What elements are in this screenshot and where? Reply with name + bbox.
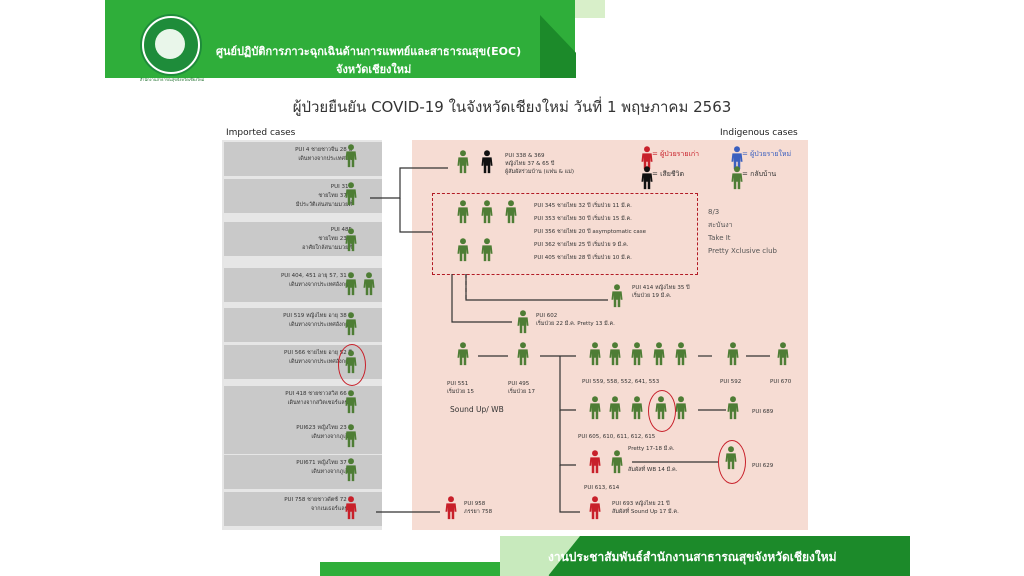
imported-case-text: PUI 519 หญิงไทย อายุ 38 ปีเดินทางจากประเ… xyxy=(283,313,352,328)
imported-heading: Imported cases xyxy=(226,128,296,138)
person-icon xyxy=(345,182,357,206)
legend-new: = ผู้ป่วยรายใหม่ xyxy=(742,150,792,158)
person-icon xyxy=(631,396,643,420)
cluster-box xyxy=(432,193,698,275)
person-icon xyxy=(345,424,357,448)
highlight-circle xyxy=(338,344,366,386)
imported-case-text: PUI 4 ชายชาวจีน 28 ปีเดินทางจากประเทศจีน xyxy=(295,147,352,162)
imported-case-text: PUI623 หญิงไทย 23 ปีเดินทางจากภูเก็ต xyxy=(296,425,352,440)
highlight-circle xyxy=(718,440,746,484)
footer-text: งานประชาสัมพันธ์สำนักงานสาธารณสุขจังหวัด… xyxy=(548,550,837,564)
person-icon xyxy=(777,342,789,366)
person-icon xyxy=(631,342,643,366)
imported-case-text: PUI671 หญิงไทย 37 ปีเดินทางจากภูเก็ต xyxy=(296,460,352,475)
pui-592-label: PUI 592 xyxy=(720,379,742,385)
imported-case-text: PUI 566 ชายไทย อายุ 52 ปีเดินทางจากประเท… xyxy=(284,350,352,365)
person-icon xyxy=(589,342,601,366)
person-icon xyxy=(457,238,469,262)
person-icon xyxy=(345,272,357,296)
footer-stripe xyxy=(320,562,500,576)
person-icon xyxy=(345,228,357,252)
logo-caption: สำนักงานสาธารณสุขจังหวัดเชียงใหม่ xyxy=(139,77,205,82)
province-title: จังหวัดเชียงใหม่ xyxy=(336,63,412,76)
person-icon xyxy=(675,342,687,366)
person-icon xyxy=(505,200,517,224)
pui-613-label: PUI 613, 614 xyxy=(584,485,620,491)
person-icon xyxy=(517,342,529,366)
person-icon xyxy=(445,496,457,520)
row1-label: PUI 559, 558, 552, 641, 553 xyxy=(582,379,660,385)
row2-label: PUI 605, 610, 611, 612, 615 xyxy=(578,434,656,440)
person-icon xyxy=(611,284,623,308)
person-icon xyxy=(457,342,469,366)
person-icon xyxy=(589,396,601,420)
pretty-label: Pretty 17-18 มี.ค. xyxy=(628,446,675,452)
legend-home: = กลับบ้าน xyxy=(742,170,777,178)
person-icon xyxy=(481,150,493,174)
highlight-circle xyxy=(648,390,676,432)
pui-670-label: PUI 670 xyxy=(770,379,792,385)
logo-emblem-icon xyxy=(155,29,185,59)
imported-case-text: PUI 418 ชายชาวสวิส 66 ปีเดินทางจากสวิตเซ… xyxy=(285,391,352,406)
person-icon xyxy=(363,272,375,296)
indigenous-heading: Indigenous cases xyxy=(720,128,798,138)
person-icon xyxy=(653,342,665,366)
person-icon xyxy=(345,312,357,336)
person-icon xyxy=(727,342,739,366)
person-icon xyxy=(517,310,529,334)
imported-case-text: PUI 758 ชายชาวดัตช์ 72 ปีจากเนเธอร์แลนด์ xyxy=(284,497,352,512)
person-icon xyxy=(457,150,469,174)
person-icon xyxy=(731,146,743,170)
person-icon xyxy=(641,166,653,190)
legend-old: = ผู้ป่วยรายเก่า xyxy=(652,150,700,158)
person-icon xyxy=(731,166,743,190)
wb-contact-label: สัมผัสที่ WB 14 มี.ค. xyxy=(628,467,678,473)
person-icon xyxy=(675,396,687,420)
person-icon xyxy=(727,396,739,420)
imported-case-text: PUI 404, 451 อายุ 57, 31 ปีเดินทางจากประ… xyxy=(280,273,352,288)
person-icon xyxy=(345,458,357,482)
legend-dead: = เสียชีวิต xyxy=(652,170,685,178)
person-icon xyxy=(457,200,469,224)
person-icon xyxy=(345,144,357,168)
person-icon xyxy=(589,450,601,474)
pui-414-label: PUI 414 หญิงไทย 35 ปีเริ่มป่วย 19 มี.ค. xyxy=(632,285,690,299)
sound-up-label: Sound Up/ WB xyxy=(450,405,504,414)
person-icon xyxy=(589,496,601,520)
person-icon xyxy=(345,496,357,520)
page-title: ผู้ป่วยยืนยัน COVID-19 ในจังหวัดเชียงใหม… xyxy=(292,98,732,116)
person-icon xyxy=(641,146,653,170)
person-icon xyxy=(481,238,493,262)
person-icon xyxy=(609,342,621,366)
eoc-title: ศูนย์ปฏิบัติการภาวะฉุกเฉินด้านการแพทย์แล… xyxy=(216,45,522,58)
person-icon xyxy=(481,200,493,224)
cluster-list: PUI 345 ชายไทย 32 ปี เริ่มป่วย 11 มี.ค.P… xyxy=(534,203,647,261)
person-icon xyxy=(609,396,621,420)
person-icon xyxy=(611,450,623,474)
person-icon xyxy=(345,390,357,414)
pui-689-label: PUI 689 xyxy=(752,409,774,415)
pui-629-label: PUI 629 xyxy=(752,463,774,469)
pui-693-label: PUI 693 หญิงไทย 21 ปีสัมผัสที่ Sound Up … xyxy=(612,501,679,515)
